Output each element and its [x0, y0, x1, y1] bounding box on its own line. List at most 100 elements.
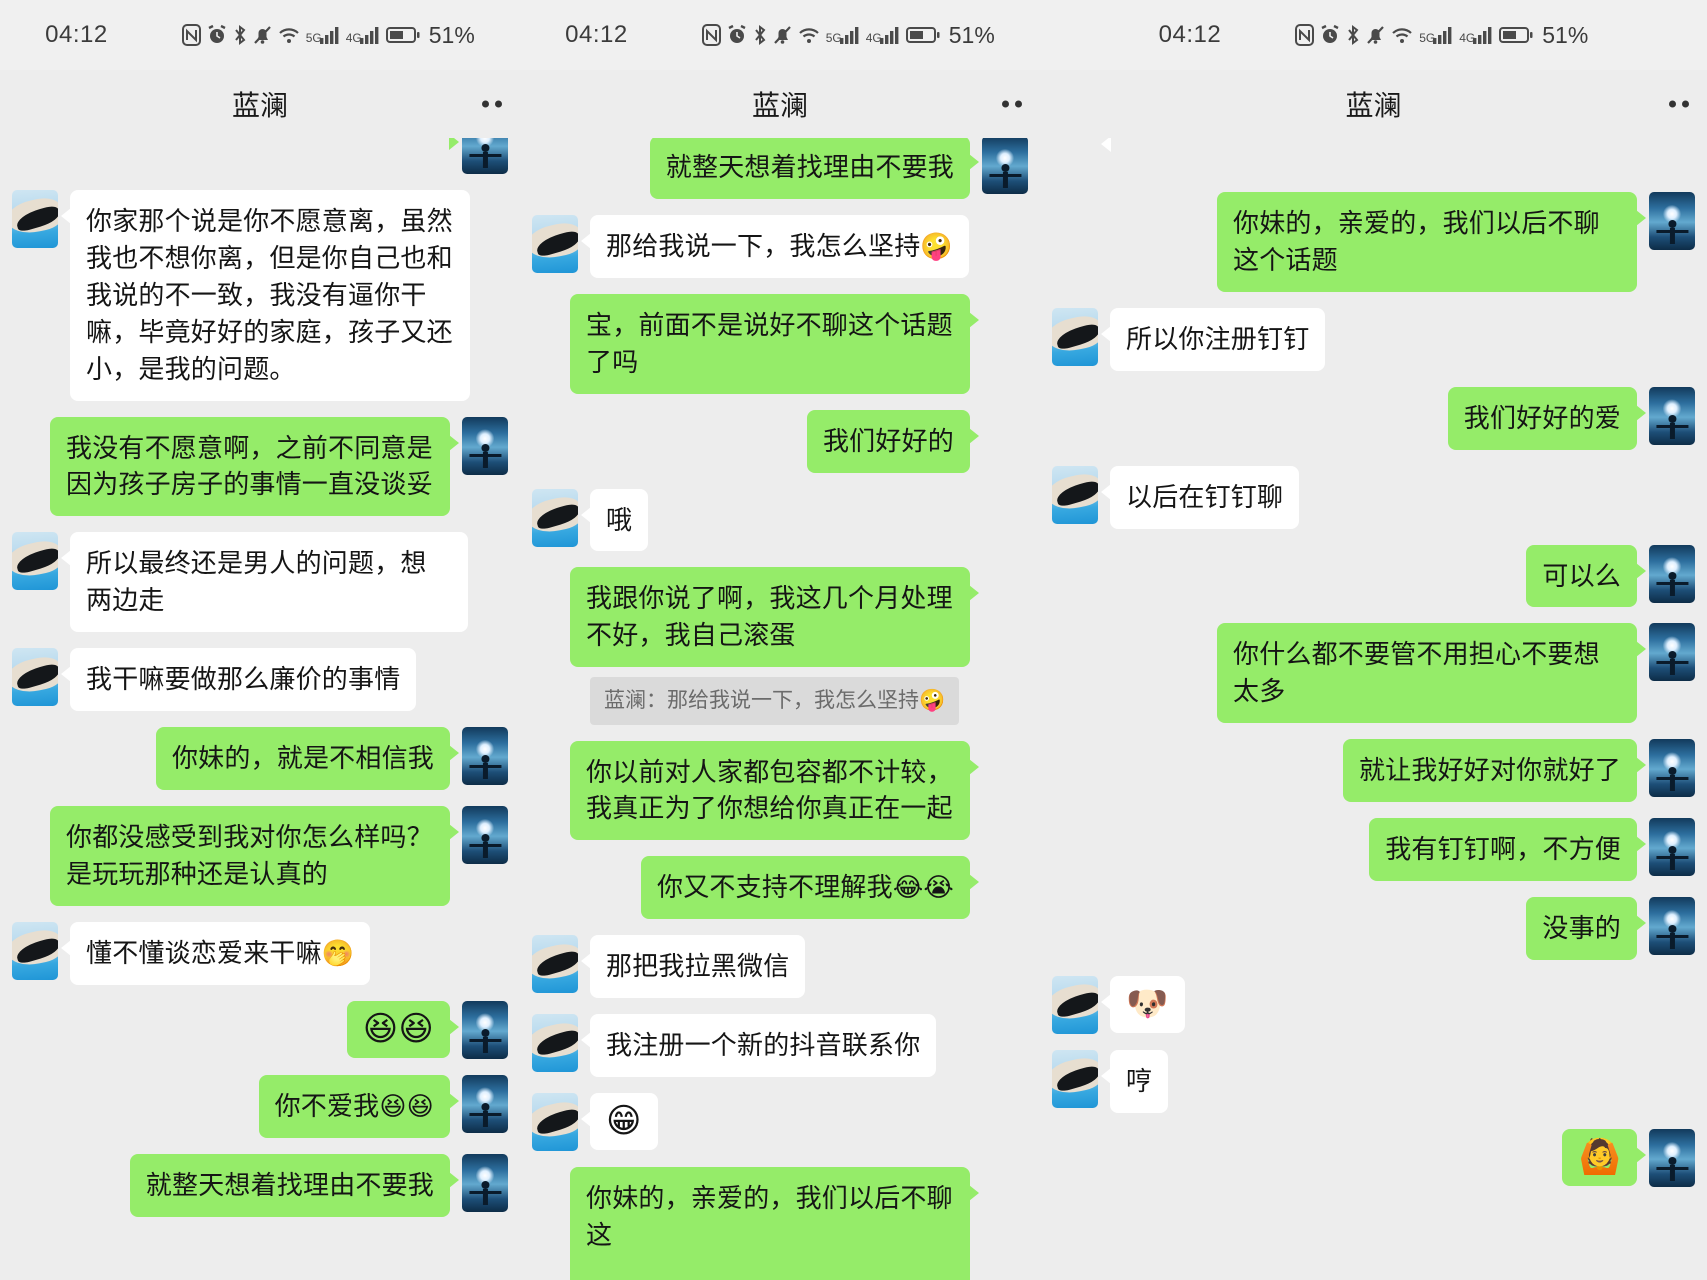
- status-bar: 04:12 5G 4G 51%: [520, 0, 1040, 70]
- message-row: 所以最终还是男人的问题，想两边走: [0, 532, 520, 633]
- contact-name: 蓝澜: [751, 90, 808, 121]
- avatar-me[interactable]: [462, 727, 508, 786]
- message-bubble-outgoing[interactable]: 你妹的，就是不相信我: [155, 727, 460, 790]
- message-row: 懂不懂谈恋爱来干嘛🤭: [0, 921, 520, 985]
- avatar-me[interactable]: [462, 416, 508, 475]
- avatar-contact[interactable]: [1052, 465, 1098, 524]
- message-bubble-incoming[interactable]: 那给我说一下，我怎么坚持🤪: [581, 214, 969, 278]
- chat-title-bar: 蓝澜: [0, 70, 520, 138]
- message-row: 我们好好的: [520, 409, 1040, 473]
- avatar-contact[interactable]: [532, 488, 578, 547]
- avatar-me[interactable]: [1649, 386, 1695, 445]
- message-bubble-outgoing[interactable]: 我有钉钉啊，不方便: [1369, 818, 1646, 882]
- avatar-me[interactable]: [462, 805, 508, 864]
- message-bubble-incoming[interactable]: 所以你注册钉钉: [1100, 307, 1326, 371]
- message-bubble-outgoing[interactable]: 你又不支持不理解我😂😭: [641, 856, 979, 920]
- message-bubble-incoming[interactable]: 所以最终还是男人的问题，想两边走: [61, 532, 468, 633]
- message-bubble-outgoing[interactable]: 你妹的，亲爱的，我们以后不聊这个话题: [1217, 192, 1646, 292]
- message-bubble-outgoing[interactable]: 没事的: [1526, 897, 1646, 960]
- message-row: 你妹的，亲爱的，我们以后不聊这个话题: [1040, 192, 1707, 292]
- message-row: 以后在钉钉聊: [1040, 465, 1707, 529]
- chat-title-bar: 蓝澜: [520, 70, 1040, 138]
- avatar-me[interactable]: [462, 1074, 508, 1133]
- message-bubble-incoming[interactable]: 以后在钉钉聊: [1100, 465, 1300, 529]
- avatar-contact[interactable]: [12, 190, 58, 248]
- avatar-contact[interactable]: [532, 935, 578, 994]
- quoted-message[interactable]: 蓝澜：那给我说一下，我怎么坚持🤪: [590, 677, 960, 725]
- message-bubble-incoming-emoji[interactable]: 🐶: [1101, 975, 1185, 1034]
- message-bubble-outgoing[interactable]: 你什么都不要管不用担心不要想太多: [1217, 623, 1646, 724]
- message-list-panel-2[interactable]: 就整天想着找理由不要我 那给我说一下，我怎么坚持🤪 宝，前面不是说好不聊这个话题…: [520, 138, 1040, 1280]
- message-bubble-outgoing[interactable]: 我们好好的爱: [1447, 386, 1647, 450]
- signal-5g-icon: 5G: [826, 25, 860, 45]
- avatar-me[interactable]: [1649, 897, 1695, 956]
- avatar-me[interactable]: [462, 1000, 508, 1059]
- message-bubble-outgoing[interactable]: 就整天想着找理由不要我: [129, 1153, 460, 1217]
- message-bubble-outgoing-emoji[interactable]: 😆😆: [346, 1000, 460, 1059]
- message-bubble-outgoing[interactable]: 可以么: [1526, 544, 1646, 608]
- chat-title-bar: 蓝澜: [1040, 70, 1707, 138]
- more-options-icon[interactable]: [1002, 100, 1022, 108]
- avatar-contact[interactable]: [532, 1093, 578, 1152]
- message-row: 就整天想着找理由不要我: [520, 138, 1040, 199]
- message-bubble-outgoing[interactable]: 就让我好好对你就好了: [1342, 739, 1647, 803]
- message-row: 我有钉钉啊，不方便: [1040, 818, 1707, 882]
- message-bubble-incoming[interactable]: 哦: [580, 488, 649, 552]
- avatar-contact[interactable]: [532, 214, 578, 273]
- avatar-me[interactable]: [1649, 544, 1695, 603]
- avatar-contact[interactable]: [532, 1014, 578, 1073]
- battery-percentage: 51%: [948, 21, 995, 48]
- message-bubble-incoming[interactable]: 我注册一个新的抖音联系你: [580, 1014, 937, 1078]
- message-row: 你妹的，就是不相信我: [0, 727, 520, 790]
- status-bar-icons: 5G 4G 51%: [1295, 22, 1588, 49]
- avatar-contact[interactable]: [12, 532, 58, 591]
- message-bubble-incoming[interactable]: 我干嘛要做那么廉价的事情: [60, 648, 417, 712]
- message-bubble-outgoing[interactable]: 我没有不愿意啊，之前不同意是因为孩子房子的事情一直没谈妥: [50, 416, 459, 517]
- bluetooth-icon: [753, 24, 767, 46]
- message-bubble-incoming[interactable]: 哼: [1100, 1049, 1169, 1113]
- message-bubble-incoming[interactable]: 你家那个说是你不愿意离，虽然我也不想你离，但是你自己也和我说的不一致，我没有逼你…: [61, 190, 470, 401]
- message-bubble-incoming[interactable]: 懂不懂谈恋爱来干嘛🤭: [60, 921, 371, 985]
- avatar-contact[interactable]: [1052, 307, 1098, 366]
- message-list-panel-1[interactable]: 你家那个说是你不愿意离，虽然我也不想你离，但是你自己也和我说的不一致，我没有逼你…: [0, 138, 520, 1280]
- avatar-contact[interactable]: [12, 921, 58, 980]
- message-bubble-outgoing[interactable]: 你都没感受到我对你怎么样吗？是玩玩那种还是认真的: [50, 805, 459, 906]
- message-row: 你都没感受到我对你怎么样吗？是玩玩那种还是认真的: [0, 805, 520, 906]
- avatar-me[interactable]: [1649, 818, 1695, 877]
- message-bubble-outgoing[interactable]: 我们好好的: [806, 409, 980, 473]
- message-row: 你什么都不要管不用担心不要想太多: [1040, 623, 1707, 724]
- message-row: 可以么: [1040, 544, 1707, 608]
- avatar-me[interactable]: [1649, 1128, 1695, 1187]
- mute-bell-icon: [253, 24, 272, 46]
- mute-bell-icon: [1366, 24, 1385, 46]
- avatar-contact[interactable]: [1052, 975, 1098, 1034]
- avatar-me[interactable]: [1649, 623, 1695, 682]
- avatar-me[interactable]: [462, 1153, 508, 1212]
- avatar-me[interactable]: [982, 138, 1028, 194]
- message-bubble-outgoing[interactable]: 我跟你说了啊，我这几个月处理不好，我自己滚蛋: [570, 567, 979, 668]
- message-list-panel-3[interactable]: 你妹的，亲爱的，我们以后不聊这个话题 所以你注册钉钉 我们好好的爱 以后在钉钉聊: [1040, 138, 1707, 1280]
- message-bubble-outgoing[interactable]: 你以前对人家都包容都不计较，我真正为了你想给你真正在一起: [570, 740, 979, 841]
- message-bubble-outgoing-emoji[interactable]: 🙆: [1562, 1128, 1646, 1187]
- message-bubble-outgoing[interactable]: 就整天想着找理由不要我: [649, 138, 980, 199]
- avatar-contact[interactable]: [1052, 1049, 1098, 1108]
- more-options-icon[interactable]: [1669, 100, 1689, 108]
- message-row: 你又不支持不理解我😂😭: [520, 856, 1040, 920]
- avatar-me[interactable]: [1649, 192, 1695, 250]
- message-bubble-outgoing-partial[interactable]: 你妹的，亲爱的，我们以后不聊这: [570, 1167, 979, 1280]
- avatar-me[interactable]: [462, 138, 508, 174]
- avatar-me[interactable]: [1649, 739, 1695, 798]
- message-bubble-outgoing[interactable]: 宝，前面不是说好不聊这个话题了吗: [570, 293, 979, 394]
- more-options-icon[interactable]: [482, 100, 502, 108]
- message-row: 那把我拉黑微信: [520, 935, 1040, 999]
- mute-bell-icon: [773, 24, 792, 46]
- network-label-4g: 4G: [865, 31, 882, 45]
- message-bubble-outgoing[interactable]: 你不爱我😆😆: [258, 1074, 460, 1138]
- message-bubble-incoming-emoji[interactable]: 😁: [581, 1093, 658, 1151]
- chat-screenshot-panel-1: 04:12 5G 4G 51% 蓝澜: [0, 0, 520, 1280]
- battery-percentage: 51%: [1542, 21, 1589, 48]
- avatar-contact[interactable]: [12, 648, 58, 707]
- message-row: 哦: [520, 488, 1040, 552]
- battery-percentage: 51%: [428, 21, 475, 48]
- message-bubble-incoming[interactable]: 那把我拉黑微信: [580, 935, 806, 999]
